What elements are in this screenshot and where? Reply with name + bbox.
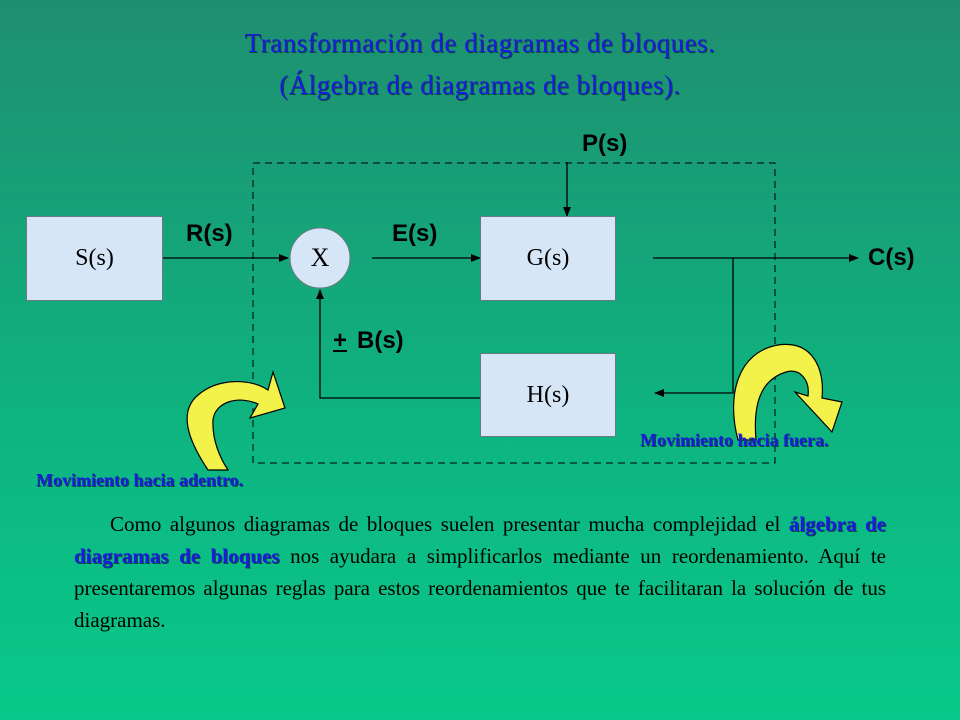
title-line-2: (Álgebra de diagramas de bloques). — [279, 70, 681, 100]
dashed-boundary — [252, 162, 776, 464]
label-e: E(s) — [392, 220, 438, 247]
summing-junction — [289, 227, 351, 289]
block-source: S(s) — [26, 216, 163, 301]
label-b: B(s) — [357, 327, 404, 354]
summing-label: X — [310, 243, 330, 272]
feedback-path-out — [316, 289, 480, 399]
annotation-move-in: Movimiento hacia adentro. — [36, 470, 244, 490]
label-feedback-sign: + — [333, 327, 348, 354]
block-forward: G(s) — [480, 216, 616, 301]
feedback-path-in — [654, 258, 734, 397]
paragraph-highlight: álgebra de diagramas de bloques — [74, 512, 887, 568]
curved-arrow-out-icon — [732, 343, 843, 441]
paragraph-text-after: nos ayudara a simplificarlos mediante un… — [74, 544, 886, 632]
description-paragraph: Como algunos diagramas de bloques suelen… — [74, 508, 886, 636]
label-r: R(s) — [186, 220, 233, 247]
label-c: C(s) — [868, 244, 915, 271]
title-line-1: Transformación de diagramas de bloques. — [244, 28, 716, 58]
block-feedback: H(s) — [480, 353, 616, 437]
paragraph-text-before: Como algunos diagramas de bloques suelen… — [110, 512, 789, 536]
curved-arrow-in-icon — [186, 369, 286, 471]
annotation-move-out: Movimiento hacia fuera. — [640, 430, 829, 450]
label-p: P(s) — [582, 130, 628, 157]
